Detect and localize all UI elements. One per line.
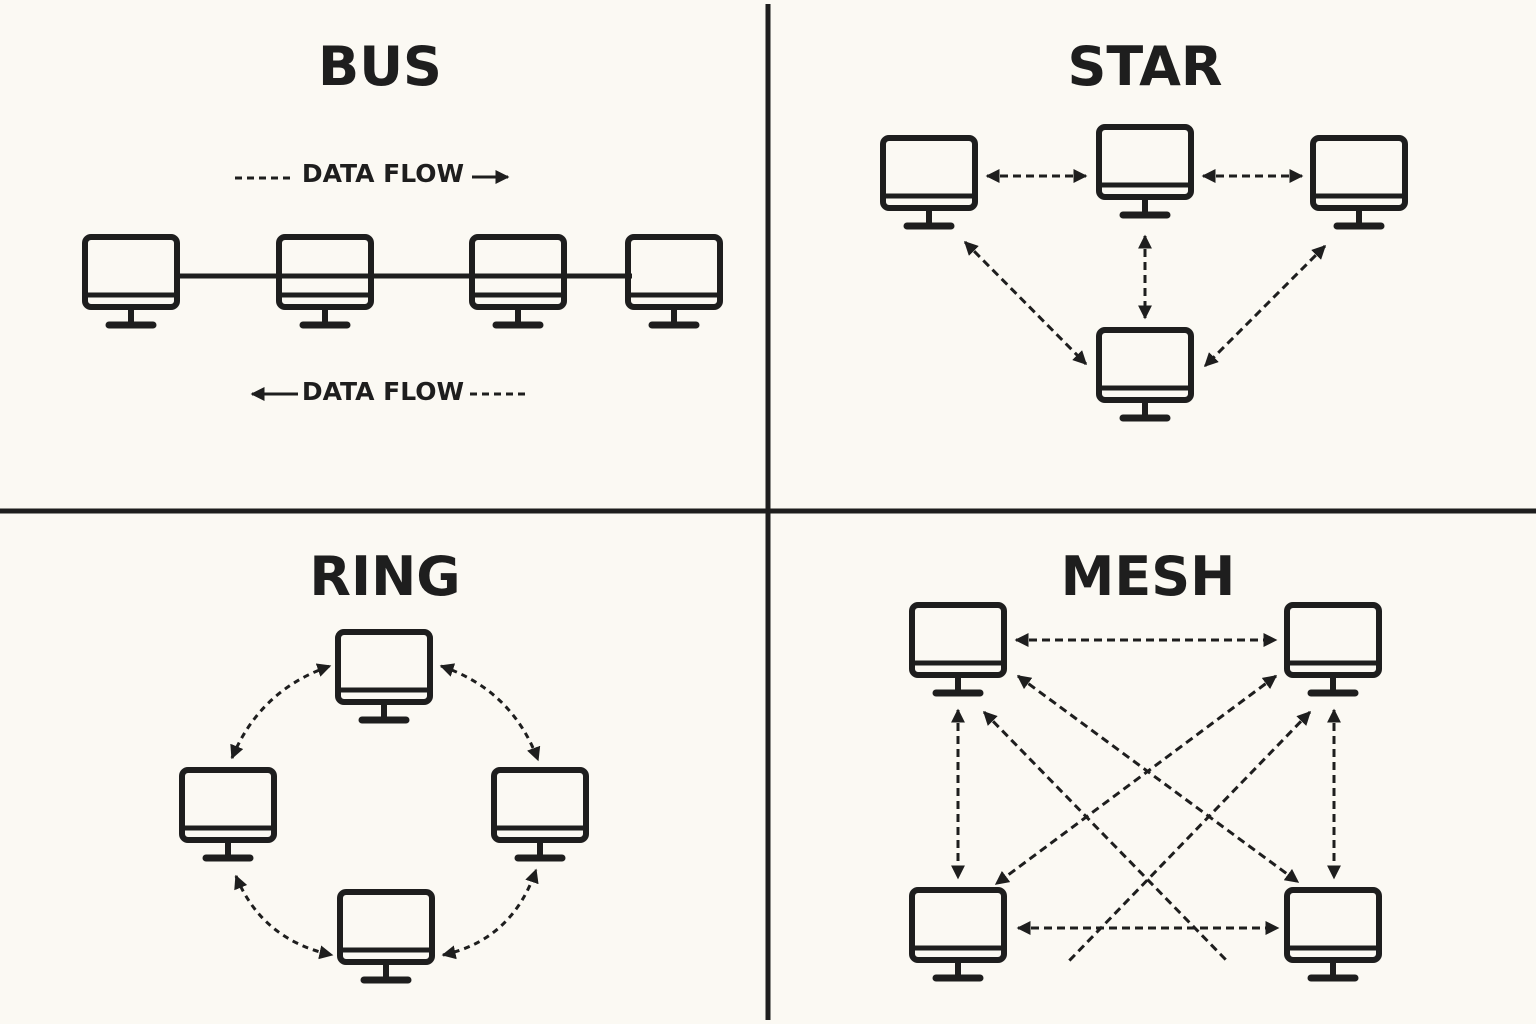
monitor-icon xyxy=(1287,605,1379,693)
monitor-icon xyxy=(912,890,1004,978)
mesh-title: MESH xyxy=(1061,545,1236,608)
monitor-icon xyxy=(85,237,177,325)
bus-title: BUS xyxy=(318,35,442,98)
star-panel: STAR xyxy=(883,35,1405,418)
star-link xyxy=(1203,244,1327,368)
monitor-icon xyxy=(472,237,564,325)
ring-panel: RING xyxy=(182,545,586,980)
monitor-icon xyxy=(1099,127,1191,215)
ring-link xyxy=(230,663,332,760)
bus-panel: BUS DATA FLOW DATA FLOW xyxy=(85,35,720,406)
ring-link xyxy=(234,874,334,960)
monitor-icon xyxy=(182,770,274,858)
monitor-icon xyxy=(1099,330,1191,418)
monitor-icon xyxy=(628,237,720,325)
monitor-icon xyxy=(1287,890,1379,978)
monitor-icon xyxy=(338,632,430,720)
monitor-icon xyxy=(340,892,432,980)
mesh-link xyxy=(982,710,1230,964)
star-title: STAR xyxy=(1068,35,1223,98)
mesh-link xyxy=(994,674,1278,886)
data-flow-label-top: DATA FLOW xyxy=(302,159,464,188)
ring-link xyxy=(439,663,541,762)
monitor-icon xyxy=(279,237,371,325)
ring-link xyxy=(441,868,539,960)
monitor-icon xyxy=(883,138,975,226)
monitor-icon xyxy=(912,605,1004,693)
mesh-panel: MESH xyxy=(912,545,1379,978)
mesh-link xyxy=(1066,710,1312,964)
ring-title: RING xyxy=(309,545,460,608)
monitor-icon xyxy=(1313,138,1405,226)
data-flow-label-bottom: DATA FLOW xyxy=(302,377,464,406)
mesh-link xyxy=(1016,674,1300,884)
star-link xyxy=(963,240,1088,366)
monitor-icon xyxy=(494,770,586,858)
